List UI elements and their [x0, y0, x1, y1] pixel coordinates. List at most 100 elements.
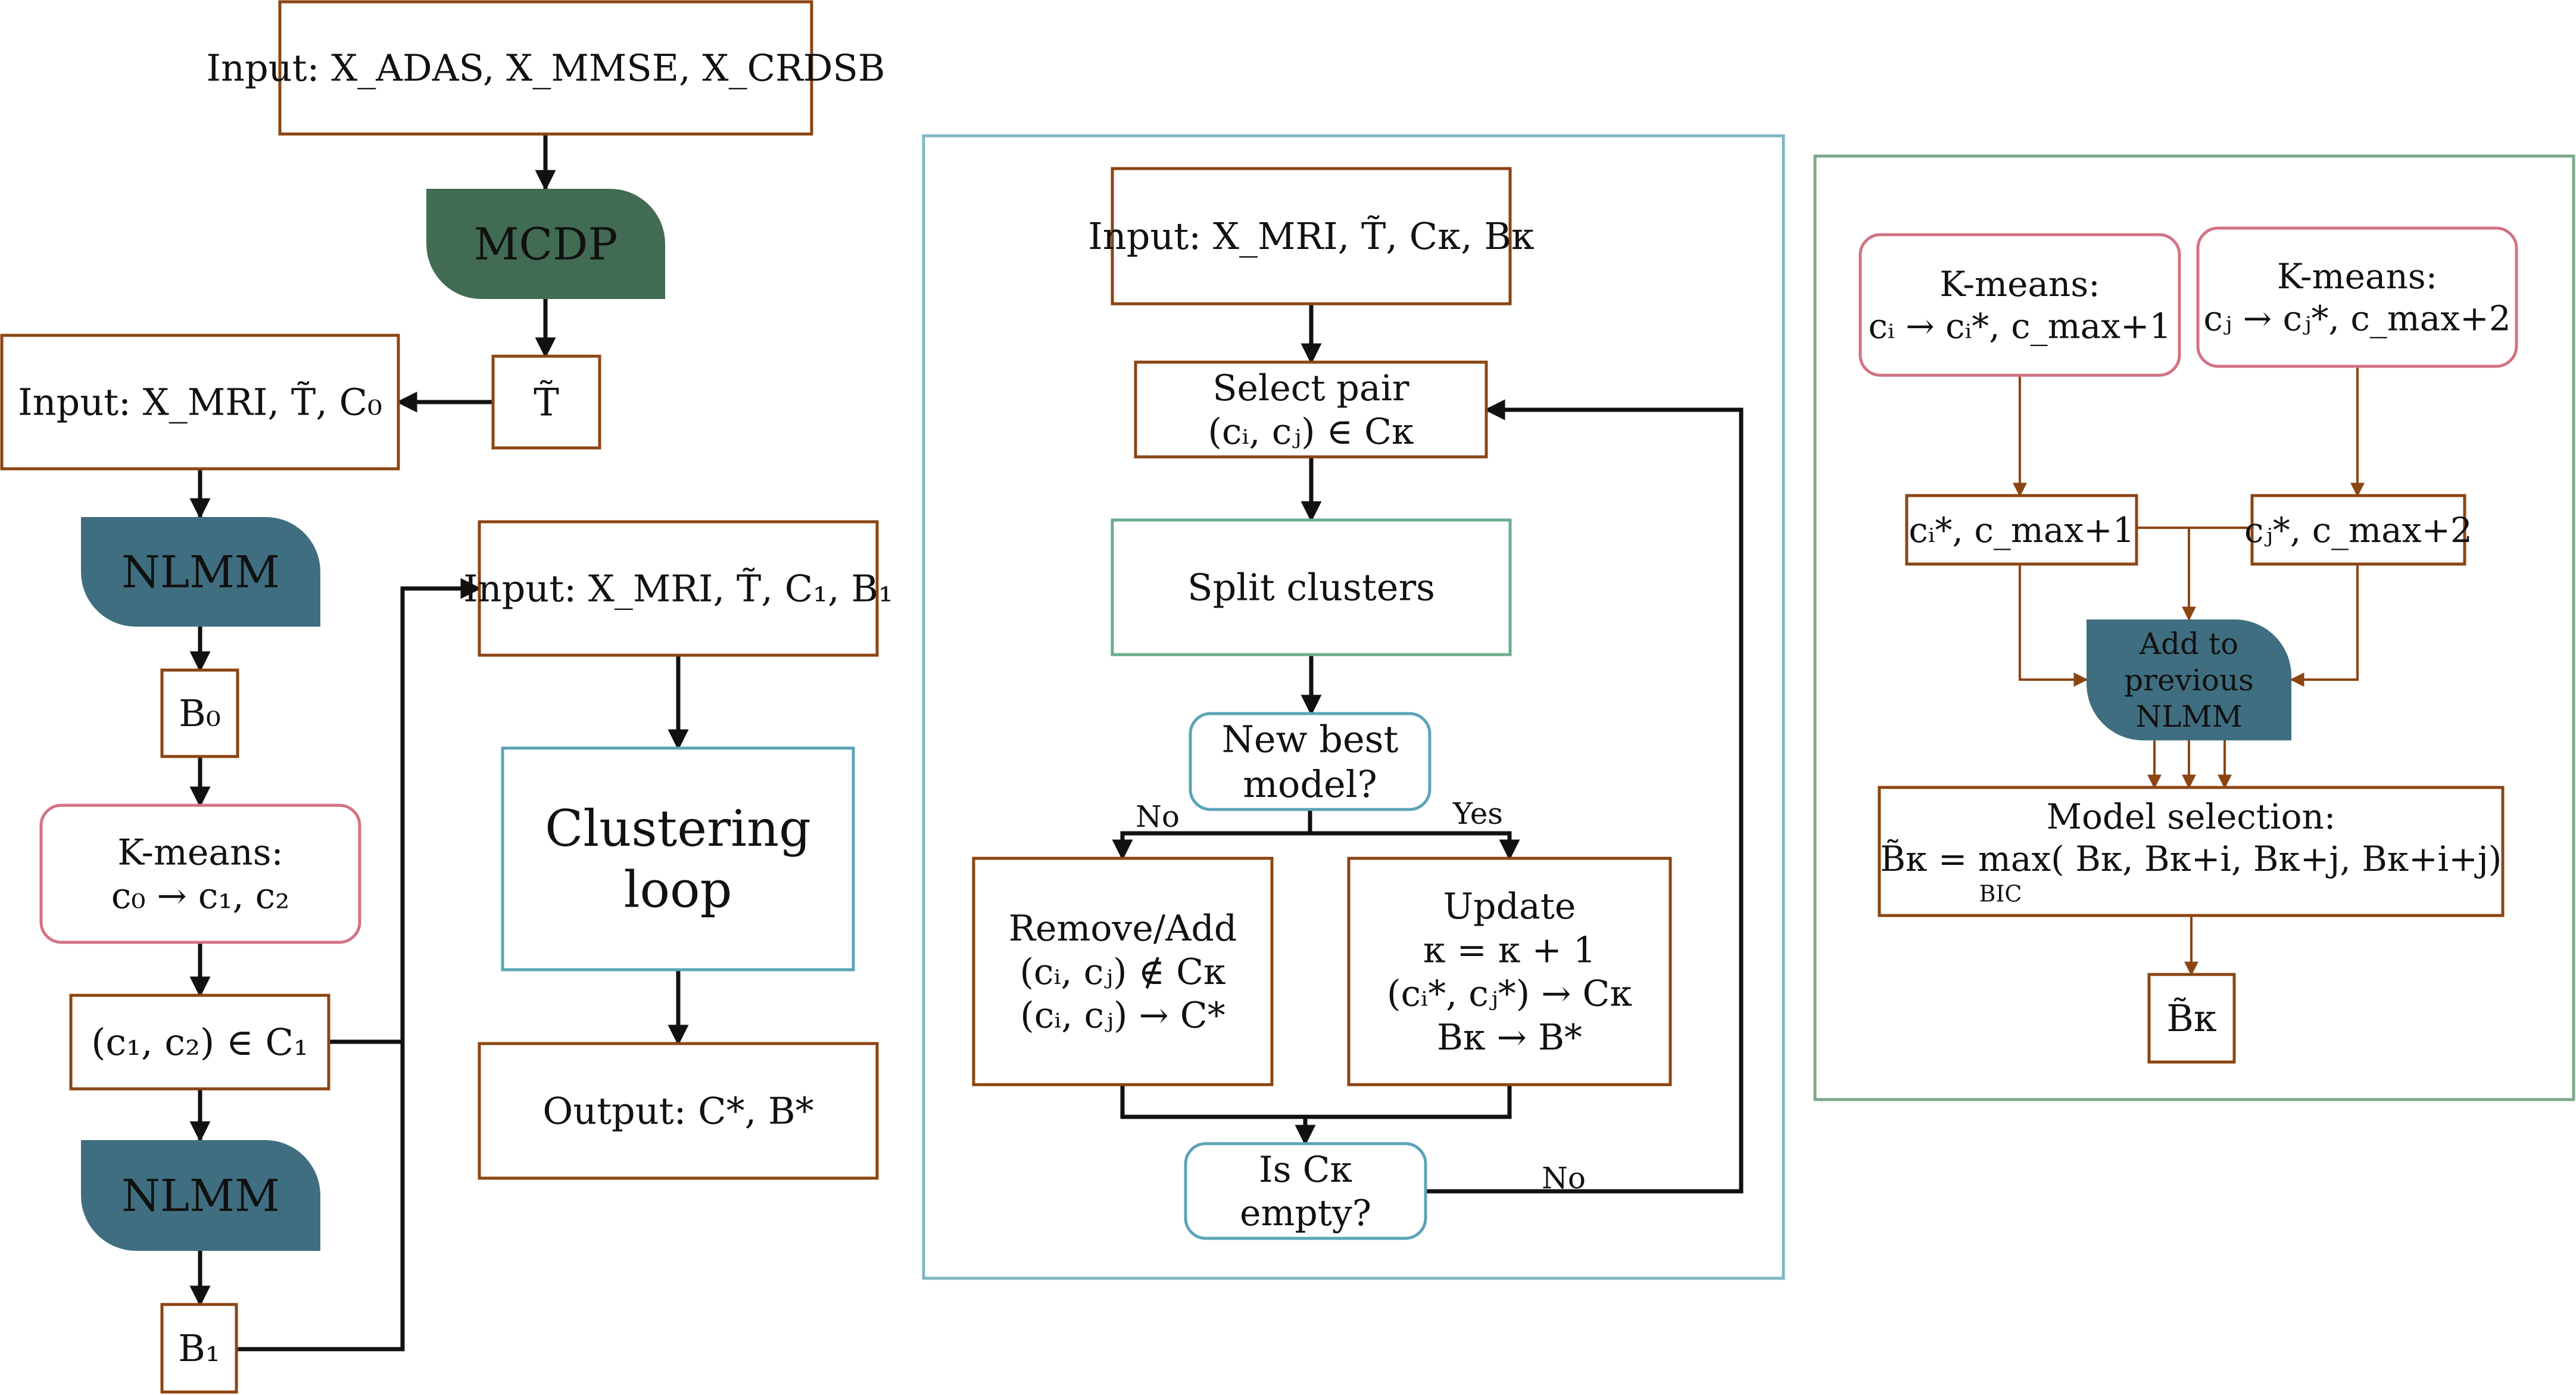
- connector-arrow: [236, 1042, 405, 1352]
- node-shape: [972, 857, 1274, 1086]
- node-label-line: (cᵢ, cⱼ) ∈ Cκ: [1208, 411, 1414, 453]
- node-shape: [478, 1042, 879, 1180]
- input-top-box: Input: X_ADAS, X_MMSE, X_CRDSB: [207, 0, 885, 136]
- connector-arrow: [1112, 809, 1312, 861]
- no-branch-label: No: [1136, 799, 1180, 834]
- node-label-line: Remove/Add: [1009, 908, 1237, 949]
- node-shape: [478, 520, 879, 657]
- node-shape: [81, 1140, 320, 1251]
- node-shape: [160, 668, 239, 758]
- node-shape: [1905, 494, 2138, 566]
- node-label-line: (c₁, c₂) ∈ C₁: [91, 1020, 308, 1064]
- node-label-line: cⱼ → cⱼ*, c_max+2: [2203, 298, 2510, 339]
- node-label-line: (cᵢ, cⱼ) → C*: [1020, 995, 1225, 1036]
- node-label-line: New best: [1222, 717, 1399, 761]
- node-label-line: (cᵢ, cⱼ) ∉ Cκ: [1019, 951, 1225, 993]
- node-shape: [39, 804, 361, 944]
- node-shape: [1858, 233, 2181, 377]
- node-label-line: model?: [1243, 762, 1377, 806]
- node-shape: [501, 746, 855, 971]
- connector-arrow: [2137, 527, 2196, 621]
- node-label-line: κ = κ + 1: [1423, 929, 1596, 971]
- node-label-line: Add to: [2139, 627, 2238, 661]
- node-shape: [69, 994, 330, 1091]
- node-label-line: cᵢ*, c_max+1: [1908, 510, 2134, 550]
- kmeans-j-box: K-means:cⱼ → cⱼ*, c_max+2: [2196, 226, 2518, 368]
- node-shape: [426, 189, 665, 299]
- kmeans-i-box: K-means:cᵢ → cᵢ*, c_max+1: [1858, 233, 2181, 377]
- node-label-line: B̃κ = max( Bκ, Bκ+i, Bκ+j, Bκ+i+j): [1880, 838, 2502, 879]
- connector-arrow: [329, 578, 482, 1044]
- node-label-line: Model selection:: [2047, 796, 2336, 837]
- cj-star-box: cⱼ*, c_max+2: [2244, 494, 2472, 566]
- select-pair-box: Select pair(cᵢ, cⱼ) ∈ Cκ: [1134, 360, 1488, 459]
- t-tilde-box: T̃: [491, 354, 601, 450]
- nlmm-node-2: NLMM: [81, 1140, 320, 1251]
- node-label-line: c₀ → c₁, c₂: [111, 876, 290, 917]
- connector-layer: [189, 134, 2365, 1352]
- node-label-line: NLMM: [121, 547, 279, 598]
- node-shape: [1189, 712, 1432, 811]
- node-label-line: empty?: [1240, 1192, 1371, 1234]
- node-label-line: Is Cκ: [1259, 1149, 1352, 1191]
- node-label-line: Input: X_MRI, T̃, C₁, B₁: [463, 567, 893, 611]
- node-label-line: Update: [1443, 886, 1576, 927]
- node-label-line: Split clusters: [1187, 566, 1435, 609]
- connector-arrow: [1426, 399, 1744, 1194]
- node-shape: [491, 354, 601, 450]
- node-label-line: Bκ → B*: [1437, 1017, 1582, 1058]
- node-label-line: NLMM: [2135, 699, 2242, 734]
- connector-arrow: [2019, 564, 2088, 687]
- c1c2-box: (c₁, c₂) ∈ C₁: [69, 994, 330, 1091]
- nlmm-node-1: NLMM: [81, 517, 320, 627]
- node-shape: [2250, 494, 2466, 566]
- node-label-line: K-means:: [2277, 256, 2437, 297]
- node-label-line: Input: X_MRI, T̃, Cκ, Bκ: [1088, 214, 1534, 258]
- input-c1-box: Input: X_MRI, T̃, C₁, B₁: [463, 520, 893, 657]
- node-shape: [160, 1303, 238, 1394]
- node-label-line: T̃: [534, 381, 559, 425]
- connector-arrow: [1120, 1085, 1512, 1119]
- node-label-line: loop: [624, 861, 732, 919]
- yes-branch-label: Yes: [1452, 796, 1503, 831]
- kmeans-left-box: K-means:c₀ → c₁, c₂: [39, 804, 361, 944]
- b-tilde-box: B̃κ: [2147, 973, 2236, 1064]
- node-label-line: K-means:: [1939, 264, 2100, 304]
- ci-star-box: cᵢ*, c_max+1: [1905, 494, 2138, 566]
- node-shape: [1111, 167, 1512, 306]
- node-label-line: Input: X_MRI, T̃, C₀: [18, 381, 382, 424]
- connector-arrow: [1310, 831, 1520, 861]
- mcdp-node: MCDP: [426, 189, 665, 299]
- node-label-line: BIC: [1979, 881, 2022, 907]
- node-label-line: B₁: [178, 1327, 220, 1370]
- node-label-line: B̃κ: [2166, 997, 2216, 1040]
- connector-arrow: [2290, 564, 2359, 687]
- node-shape: [1184, 1142, 1427, 1240]
- model-selection-panel: [1813, 154, 2575, 1101]
- node-label-line: K-means:: [117, 832, 283, 873]
- b0-box: B₀: [160, 668, 239, 758]
- input-c0-box: Input: X_MRI, T̃, C₀: [0, 334, 400, 471]
- model-selection-box: Model selection:B̃κ = max( Bκ, Bκ+i, Bκ+…: [1878, 786, 2505, 917]
- output-box: Output: C*, B*: [478, 1042, 879, 1180]
- node-shape: [2147, 973, 2236, 1064]
- node-label-line: B₀: [179, 692, 220, 735]
- node-shape: [2196, 226, 2518, 368]
- remove-add-box: Remove/Add(cᵢ, cⱼ) ∉ Cκ(cᵢ, cⱼ) → C*: [972, 857, 1274, 1086]
- node-label-line: NLMM: [121, 1170, 279, 1222]
- node-label-line: cᵢ → cᵢ*, c_max+1: [1869, 306, 2172, 347]
- node-label-line: Input: X_ADAS, X_MMSE, X_CRDSB: [207, 46, 885, 90]
- node-label-line: MCDP: [474, 219, 618, 270]
- node-shape: [1347, 857, 1672, 1086]
- node-label-line: previous: [2124, 663, 2254, 698]
- node-label-line: Output: C*, B*: [542, 1089, 813, 1133]
- node-shape: [1878, 786, 2505, 917]
